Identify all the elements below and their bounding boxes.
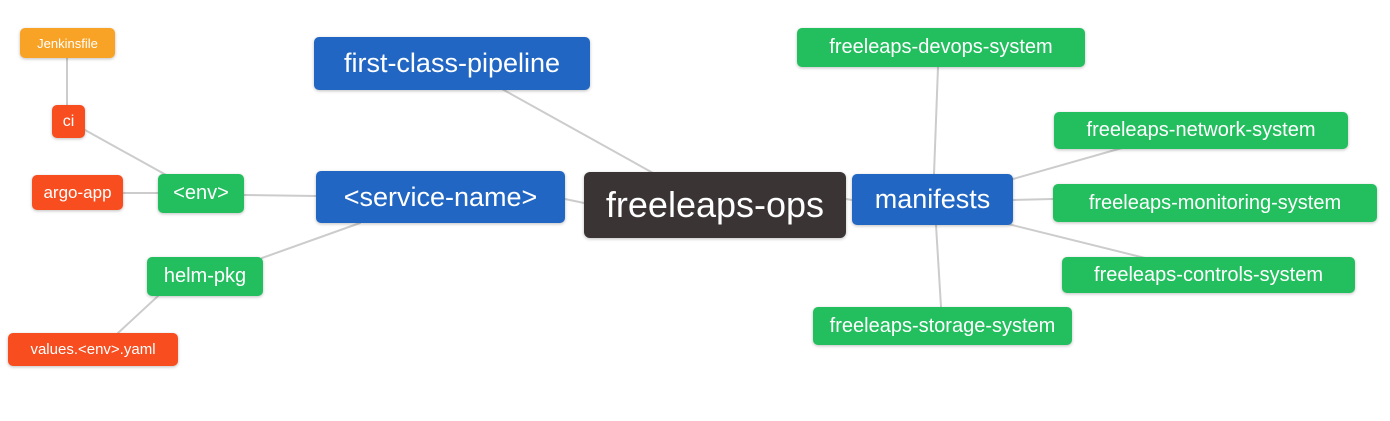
node-env[interactable]: <env> — [158, 174, 244, 213]
node-service-name-label: <service-name> — [343, 181, 538, 212]
node-values-env-yaml[interactable]: values.<env>.yaml — [8, 333, 178, 366]
node-freeleaps-controls-system[interactable]: freeleaps-controls-system — [1062, 257, 1355, 293]
node-root-label: freeleaps-ops — [605, 184, 825, 225]
node-freeleaps-storage-system[interactable]: freeleaps-storage-system — [813, 307, 1072, 345]
node-helm-pkg[interactable]: helm-pkg — [147, 257, 263, 296]
node-values-env-yaml-label: values.<env>.yaml — [30, 341, 156, 358]
node-freeleaps-network-system-label: freeleaps-network-system — [1086, 119, 1316, 141]
node-freeleaps-storage-system-label: freeleaps-storage-system — [829, 314, 1056, 337]
node-freeleaps-devops-system[interactable]: freeleaps-devops-system — [797, 28, 1085, 67]
node-manifests[interactable]: manifests — [852, 174, 1013, 225]
node-helm-pkg-label: helm-pkg — [163, 265, 247, 287]
edge-manifests-monitoring-system — [1012, 198, 1054, 201]
edge-manifests-devops-system — [933, 66, 939, 175]
node-ci[interactable]: ci — [52, 105, 85, 138]
edge-ci-env — [84, 129, 169, 177]
edge-env-service-name — [243, 194, 317, 197]
node-argo-app[interactable]: argo-app — [32, 175, 123, 210]
node-first-class-pipeline[interactable]: first-class-pipeline — [314, 37, 590, 90]
node-first-class-pipeline-label: first-class-pipeline — [343, 48, 561, 78]
node-freeleaps-devops-system-label: freeleaps-devops-system — [829, 36, 1053, 58]
node-ci-label: ci — [62, 112, 75, 130]
edge-manifests-storage-system — [935, 224, 942, 308]
node-jenkinsfile-label: Jenkinsfile — [37, 35, 98, 51]
edge-manifests-network-system — [1012, 147, 1123, 180]
node-freeleaps-network-system[interactable]: freeleaps-network-system — [1054, 112, 1348, 149]
edge-root-manifests — [845, 198, 853, 201]
node-argo-app-label: argo-app — [43, 182, 112, 202]
node-root-freeleaps-ops[interactable]: freeleaps-ops — [584, 172, 846, 238]
node-manifests-label: manifests — [874, 184, 991, 214]
node-jenkinsfile[interactable]: Jenkinsfile — [20, 28, 115, 58]
node-freeleaps-controls-system-label: freeleaps-controls-system — [1094, 263, 1323, 286]
node-freeleaps-monitoring-system-label: freeleaps-monitoring-system — [1088, 191, 1342, 214]
node-service-name[interactable]: <service-name> — [316, 171, 565, 223]
node-freeleaps-monitoring-system[interactable]: freeleaps-monitoring-system — [1053, 184, 1377, 222]
edge-helm-pkg-service-name — [261, 222, 361, 259]
edge-values-env-yaml-helm-pkg — [117, 295, 159, 334]
edge-first-class-pipeline-root — [501, 88, 654, 174]
edge-manifests-controls-system — [1007, 223, 1146, 259]
edge-service-name-root — [564, 198, 585, 204]
node-env-label: <env> — [173, 182, 229, 204]
